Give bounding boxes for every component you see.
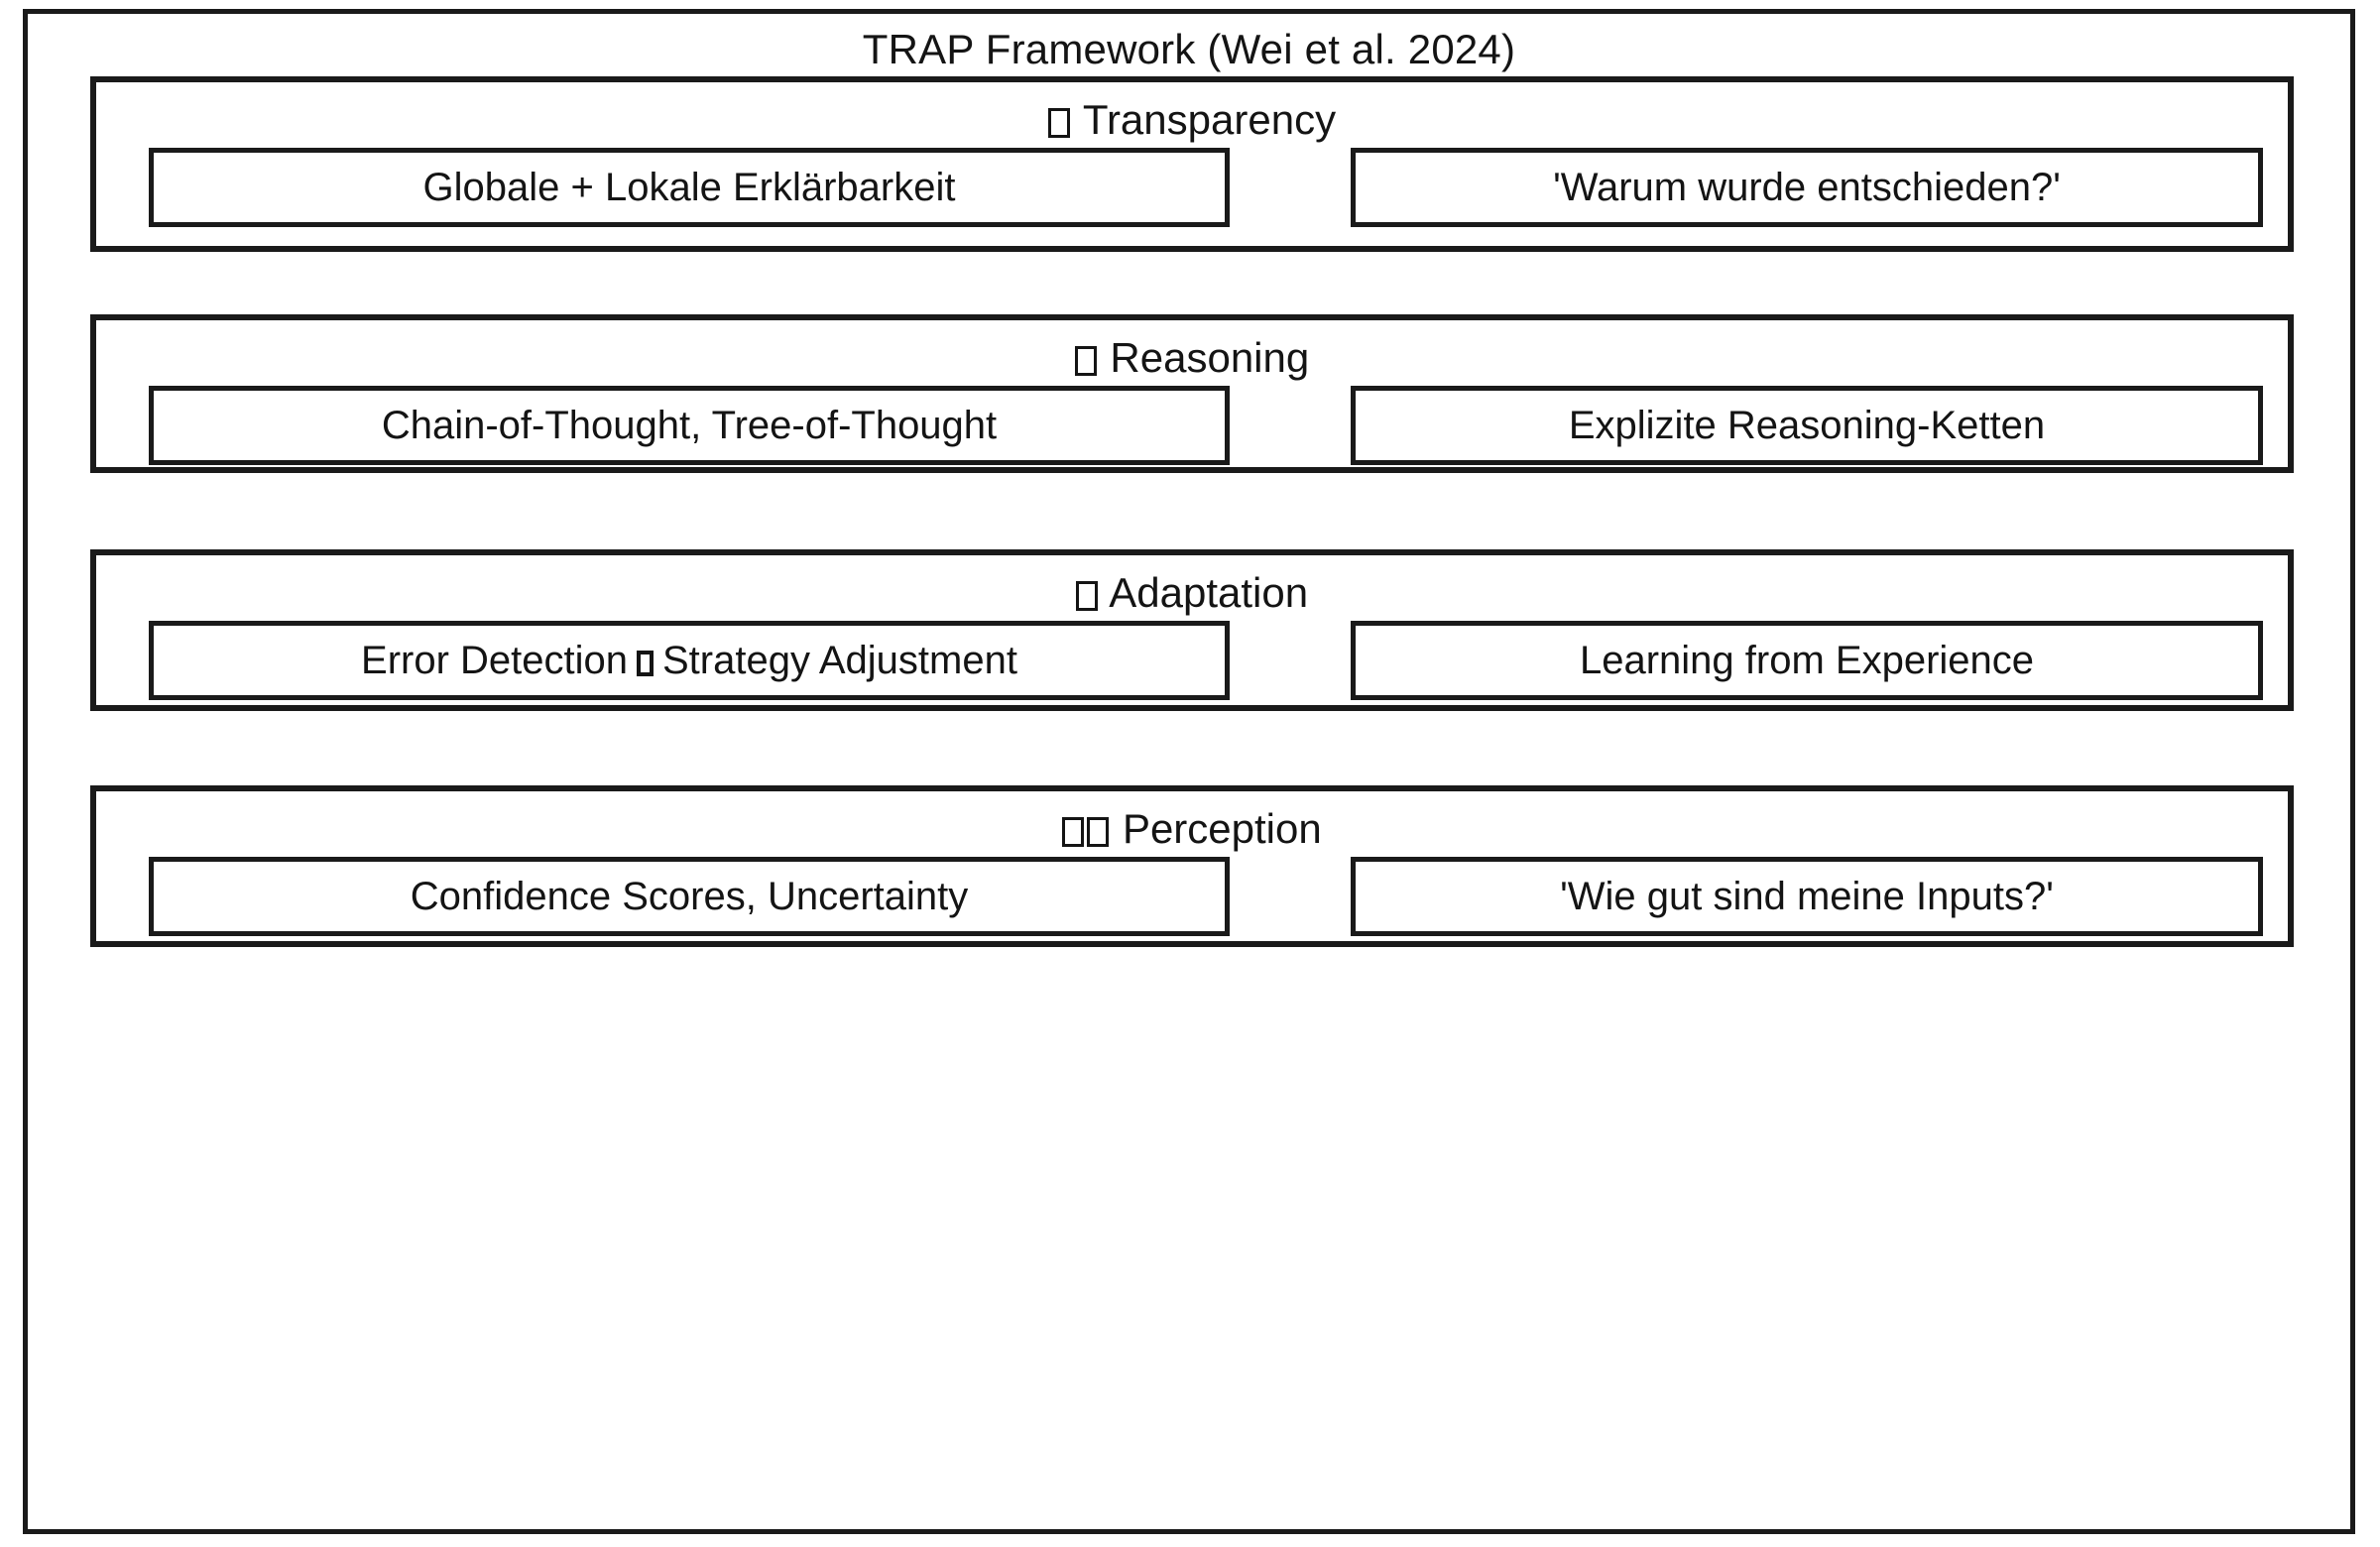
item-label-part-2: Strategy Adjustment [662, 639, 1017, 682]
item-label: Error Detection Strategy Adjustment [361, 641, 1017, 680]
section-reasoning: Reasoning Chain-of-Thought, Tree-of-Thou… [90, 314, 2294, 473]
trap-framework-outer-box: TRAP Framework (Wei et al. 2024) Transpa… [23, 9, 2355, 1534]
item-label-part-1: Error Detection [361, 639, 628, 682]
item-card-reasoning-left[interactable]: Chain-of-Thought, Tree-of-Thought [149, 386, 1230, 465]
section-reasoning-title: Reasoning [96, 334, 2288, 382]
section-transparency-items: Globale + Lokale Erklärbarkeit 'Warum wu… [96, 148, 2288, 227]
section-perception-title-label: Perception [1122, 805, 1322, 852]
section-perception-items: Confidence Scores, Uncertainty 'Wie gut … [96, 857, 2288, 936]
section-adaptation-title-label: Adaptation [1109, 569, 1309, 616]
item-card-adaptation-right[interactable]: Learning from Experience [1351, 621, 2263, 700]
missing-glyph-arrow-icon [637, 651, 654, 676]
item-card-perception-left[interactable]: Confidence Scores, Uncertainty [149, 857, 1230, 936]
missing-glyph-icon [1062, 817, 1085, 847]
section-adaptation-title: Adaptation [96, 569, 2288, 617]
item-card-adaptation-left[interactable]: Error Detection Strategy Adjustment [149, 621, 1230, 700]
section-transparency-title: Transparency [96, 96, 2288, 144]
item-card-perception-right[interactable]: 'Wie gut sind meine Inputs?' [1351, 857, 2263, 936]
section-transparency-title-label: Transparency [1082, 96, 1337, 143]
item-label: Globale + Lokale Erklärbarkeit [422, 166, 956, 209]
missing-glyph-icon [1075, 581, 1098, 611]
item-card-reasoning-right[interactable]: Explizite Reasoning-Ketten [1351, 386, 2263, 465]
item-label: 'Warum wurde entschieden?' [1553, 166, 2061, 209]
section-adaptation: Adaptation Error Detection Strategy Adjus… [90, 549, 2294, 711]
missing-glyph-icon [1047, 108, 1070, 138]
item-label: 'Wie gut sind meine Inputs?' [1560, 875, 2054, 918]
item-card-transparency-right[interactable]: 'Warum wurde entschieden?' [1351, 148, 2263, 227]
item-label: Confidence Scores, Uncertainty [410, 875, 969, 918]
item-label: Chain-of-Thought, Tree-of-Thought [381, 404, 998, 447]
page-title: TRAP Framework (Wei et al. 2024) [862, 26, 1516, 72]
section-adaptation-items: Error Detection Strategy Adjustment Learn… [96, 621, 2288, 700]
item-label: Explizite Reasoning-Ketten [1568, 404, 2046, 447]
section-reasoning-items: Chain-of-Thought, Tree-of-Thought Expliz… [96, 386, 2288, 465]
item-label: Learning from Experience [1579, 639, 2035, 682]
section-perception: Perception Confidence Scores, Uncertaint… [90, 785, 2294, 947]
missing-glyph-icon-2 [1087, 817, 1110, 847]
section-reasoning-title-label: Reasoning [1110, 334, 1310, 381]
missing-glyph-icon [1074, 346, 1097, 376]
section-perception-title: Perception [96, 805, 2288, 853]
section-transparency: Transparency Globale + Lokale Erklärbark… [90, 76, 2294, 252]
item-card-transparency-left[interactable]: Globale + Lokale Erklärbarkeit [149, 148, 1230, 227]
